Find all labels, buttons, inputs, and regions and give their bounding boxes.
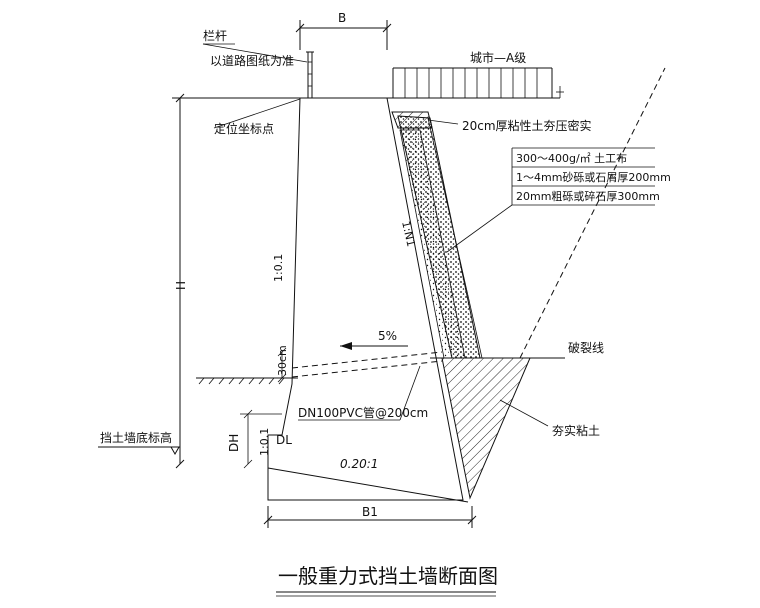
drain-pipe-upper [291, 351, 443, 369]
per-road-drawing-label: 以道路图纸为准 [210, 53, 294, 68]
positioning-point-leader [213, 98, 301, 129]
drain-pipe-lower [291, 360, 443, 378]
dimension-dh-label: DH [227, 434, 241, 452]
railing-label: 栏杆 [203, 28, 227, 43]
compacted-clay-label: 夯实粘土 [552, 423, 600, 438]
positioning-point-label: 定位坐标点 [214, 121, 274, 136]
backfill-slope-line [519, 67, 666, 359]
dimension-b: B [295, 11, 392, 50]
drain-slope-label: 5% [378, 329, 397, 343]
clay-cap-leader [427, 119, 459, 125]
dimension-dl-label: DL [276, 433, 292, 447]
road-grade-label: 城市—A级 [470, 50, 526, 65]
front-slope-label: 1:0.1 [272, 254, 285, 282]
dimension-b-label: B [338, 11, 346, 25]
dimension-b1: B1 [263, 505, 477, 528]
road-traffic-load [392, 67, 553, 98]
dimension-h-label: H [174, 281, 188, 290]
pipe-leader [399, 365, 421, 421]
cover-depth-label: 30cm [276, 345, 289, 376]
railing [303, 51, 316, 99]
wall-base-line [267, 467, 469, 503]
geotextile-line [427, 117, 483, 359]
railing-leader [202, 43, 308, 63]
front-ground [196, 377, 298, 385]
dimension-h: H [172, 93, 300, 469]
layer-table: 300～400g/㎡ 土工布 1～4mm砂砾或石屑厚200mm 20mm粗砾或碎… [511, 147, 671, 206]
back-slope-label: 1:N1 [399, 220, 418, 248]
dimension-b1-label: B1 [362, 505, 378, 519]
clay-cap [391, 111, 433, 129]
elevation-marker-icon [170, 446, 180, 456]
cover-depth-dimension: 30cm [276, 345, 289, 383]
compacted-clay-wedge [441, 357, 531, 500]
failure-line-label: 破裂线 [568, 340, 604, 355]
toe-slope-label: 1:0.1 [258, 428, 271, 456]
compacted-clay-leader [499, 399, 549, 427]
sand-layer-label: 1～4mm砂砾或石屑厚200mm [516, 171, 671, 184]
base-slope-label: 0.20:1 [340, 457, 378, 471]
geotextile-label: 300～400g/㎡ 土工布 [516, 152, 627, 165]
base-elevation-label: 挡土墙底标高 [100, 430, 172, 445]
clay-cap-label: 20cm厚粘性土夯压密实 [462, 118, 592, 133]
dimension-dh: DH [227, 409, 282, 469]
gravel-layer-label: 20mm粗砾或碎石厚300mm [516, 189, 660, 203]
wall-body-outline [267, 97, 464, 501]
layer-table-leader [446, 204, 513, 253]
drawing-title: 一般重力式挡土墙断面图 [278, 564, 498, 588]
pipe-label: DN100PVC管@200cm [298, 405, 428, 420]
